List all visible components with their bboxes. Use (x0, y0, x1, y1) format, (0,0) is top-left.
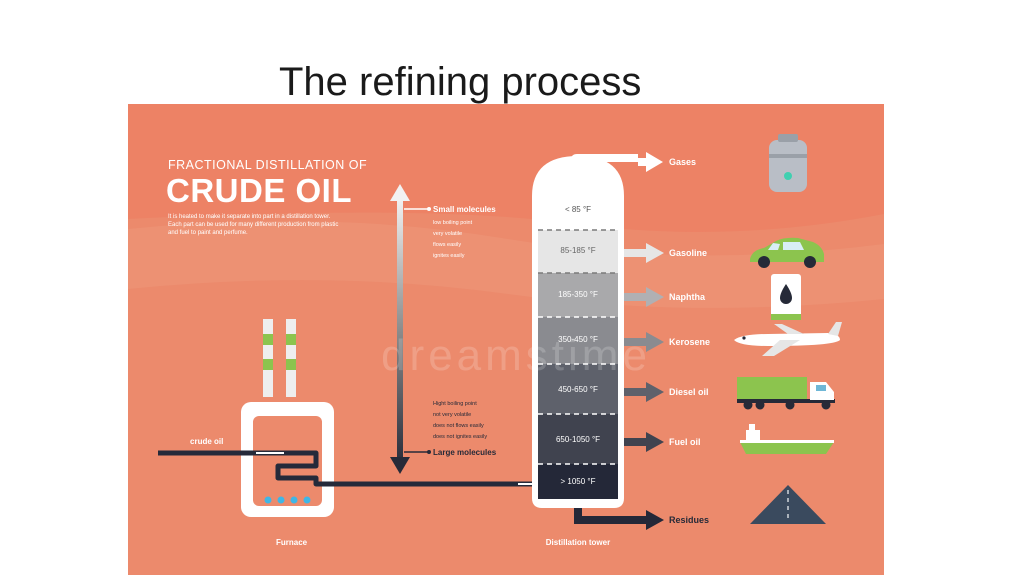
furnace: crude oil Furnace (190, 319, 334, 547)
scale-top-dot (427, 207, 431, 211)
fraction-arrow (574, 508, 664, 530)
tower-layer (538, 273, 618, 317)
fraction-product-label: Fuel oil (669, 437, 701, 447)
scale-bottom-dot (427, 450, 431, 454)
airplane-icon (734, 322, 842, 356)
gas-cylinder-icon (769, 134, 807, 192)
fraction-arrow (638, 152, 663, 172)
fraction-product-label: Diesel oil (669, 387, 709, 397)
road-icon (750, 485, 826, 524)
scale-arrow-up (390, 184, 410, 201)
furnace-chamber (253, 416, 322, 506)
fraction-temp: 85-185 °F (560, 246, 595, 255)
chimney-right (286, 319, 296, 397)
chimney-left (263, 319, 273, 397)
fraction-product-label: Residues (669, 515, 709, 525)
fraction-temp: > 1050 °F (561, 477, 596, 486)
molecule-size-scale: Small molecules low boiling point very v… (390, 184, 497, 474)
furnace-label: Furnace (276, 538, 308, 547)
heading-crude-oil: CRUDE OIL (166, 172, 352, 209)
fraction-product-label: Gases (669, 157, 696, 167)
tower-layer (538, 230, 618, 273)
car-icon (750, 237, 824, 268)
tower-layer (538, 164, 618, 230)
oil-canister-icon (771, 274, 801, 320)
fraction-arrow (624, 332, 664, 352)
tower-layer (538, 317, 618, 364)
fraction-row: > 1050 °F Residues (561, 477, 709, 530)
tower-label: Distillation tower (546, 538, 610, 547)
scale-top-prop-1: low boiling point (433, 220, 473, 226)
distillation-tower: Distillation tower (532, 154, 638, 547)
intro-line-3: and fuel to paint and perfume. (168, 230, 248, 236)
crude-oil-pipe (158, 450, 540, 487)
scale-top-prop-2: very volatile (433, 231, 462, 237)
fraction-row: 650-1050 °F Fuel oil (556, 432, 701, 452)
fraction-rows: < 85 °F Gases 85-185 °F Gasoline 185-350 °F N… (556, 152, 710, 530)
fraction-temp: < 85 °F (565, 205, 591, 214)
fraction-arrow (624, 287, 664, 307)
ship-icon (740, 424, 834, 454)
background-wave-top (128, 104, 884, 232)
background-wave-mid (128, 221, 884, 308)
tower-layer (538, 364, 618, 414)
intro-line-1: It is heated to make it separate into pa… (168, 214, 331, 220)
fraction-product-label: Gasoline (669, 248, 707, 258)
scale-bottom-prop-3: does not flows easily (433, 423, 484, 429)
scale-bottom-prop-1: Hight boiling point (433, 401, 477, 407)
fraction-row: < 85 °F Gases (565, 152, 696, 214)
fraction-arrow (624, 243, 664, 263)
furnace-input-label: crude oil (190, 437, 223, 446)
fraction-product-label: Kerosene (669, 337, 710, 347)
burner-flames-icon (264, 496, 311, 504)
scale-bar (397, 198, 403, 468)
slide-title: The refining process (279, 60, 642, 104)
fraction-arrow (624, 382, 664, 402)
fraction-row: 450-650 °F Diesel oil (558, 382, 709, 402)
heading-small: FRACTIONAL DISTILLATION OF (168, 158, 367, 172)
top-outlet-pipe (571, 154, 638, 164)
scale-bottom-prop-2: not very volatile (433, 412, 471, 418)
fraction-row: 85-185 °F Gasoline (560, 243, 707, 263)
fraction-arrow (624, 432, 664, 452)
fraction-temp: 450-650 °F (558, 385, 598, 394)
fraction-temp: 650-1050 °F (556, 435, 600, 444)
scale-top-prop-3: flows easily (433, 242, 461, 248)
watermark: dreamstime (381, 331, 651, 380)
truck-icon (737, 377, 835, 410)
fraction-row: 185-350 °F Naphtha (558, 287, 706, 307)
scale-bottom-prop-4: does not ignites easily (433, 434, 487, 440)
fraction-row: 350-450 °F Kerosene (558, 332, 710, 352)
scale-bottom-title: Large molecules (433, 448, 497, 457)
fraction-temp: 185-350 °F (558, 290, 598, 299)
scale-top-prop-4: ignites easily (433, 253, 465, 259)
fraction-product-label: Naphtha (669, 292, 706, 302)
scale-top-title: Small molecules (433, 205, 496, 214)
tower-layers (538, 164, 618, 499)
tower-layer (538, 464, 618, 499)
intro-line-2: Each part can be used for many different… (168, 222, 338, 228)
tower-layer (538, 414, 618, 464)
refining-infographic: FRACTIONAL DISTILLATION OF CRUDE OIL It … (128, 104, 884, 575)
fraction-temp: 350-450 °F (558, 335, 598, 344)
scale-arrow-down (390, 457, 410, 474)
